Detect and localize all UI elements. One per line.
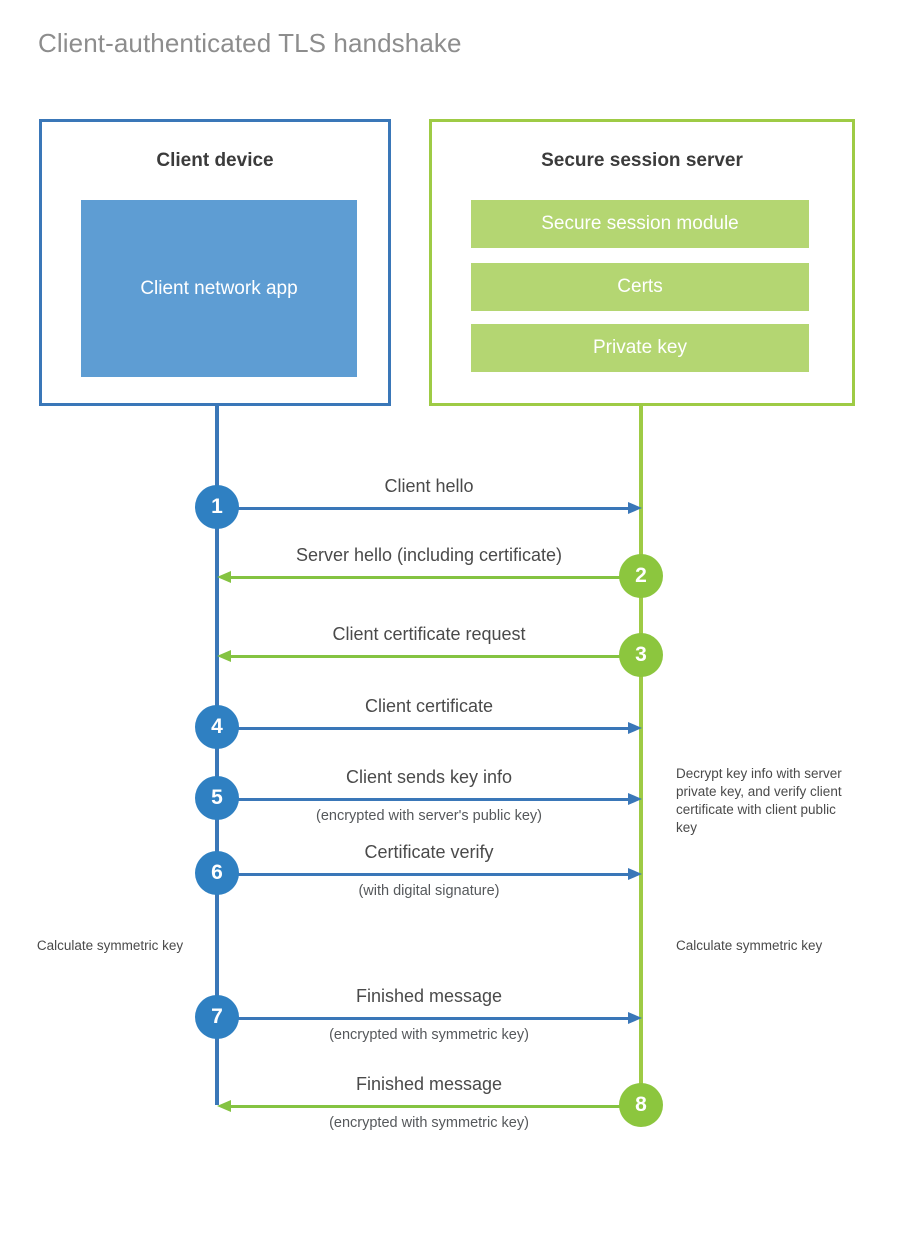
message-sublabel: (with digital signature) xyxy=(358,883,500,899)
message-label: Client certificate request xyxy=(332,624,526,644)
arrow-right-icon xyxy=(628,793,642,805)
arrow-left-icon xyxy=(217,650,231,662)
step-number-badge[interactable]: 6 xyxy=(195,851,239,895)
message-label: Server hello (including certificate) xyxy=(295,545,563,565)
arrow-right-icon xyxy=(628,502,642,514)
client-device-box: Client device Client network app xyxy=(39,119,391,406)
arrow-right-icon xyxy=(628,868,642,880)
step-number-badge[interactable]: 2 xyxy=(619,554,663,598)
server-component-private-key: Private key xyxy=(471,324,809,372)
message-sublabel: (encrypted with server's public key) xyxy=(316,808,542,824)
message-label: Client hello xyxy=(384,476,474,496)
message-label: Finished message xyxy=(355,986,503,1006)
message-label: Client certificate xyxy=(364,696,494,716)
message-arrow-line-to-server xyxy=(217,507,633,510)
message-arrow-line-to-client xyxy=(225,576,641,579)
secure-session-server-title: Secure session server xyxy=(541,150,743,171)
message-arrow-line-to-server xyxy=(217,1017,633,1020)
message-label: Client sends key info xyxy=(345,767,513,787)
message-arrow-line-to-client xyxy=(225,1105,641,1108)
server-decrypt-annotation: Decrypt key info with server private key… xyxy=(676,766,842,835)
message-sublabel: (encrypted with symmetric key) xyxy=(329,1027,529,1043)
server-lifeline xyxy=(639,406,643,1105)
server-calculate-symmetric-key-annotation: Calculate symmetric key xyxy=(676,938,823,953)
step-number-badge[interactable]: 5 xyxy=(195,776,239,820)
step-number-badge[interactable]: 3 xyxy=(619,633,663,677)
message-arrow-line-to-server xyxy=(217,798,633,801)
message-label: Finished message xyxy=(355,1074,503,1094)
client-device-title: Client device xyxy=(156,150,274,171)
step-number-badge[interactable]: 1 xyxy=(195,485,239,529)
message-arrow-line-to-server xyxy=(217,873,633,876)
message-sublabel: (encrypted with symmetric key) xyxy=(329,1115,529,1131)
client-lifeline xyxy=(215,406,219,1105)
step-number-badge[interactable]: 8 xyxy=(619,1083,663,1127)
step-number-badge[interactable]: 4 xyxy=(195,705,239,749)
arrow-right-icon xyxy=(628,722,642,734)
page-title: Client-authenticated TLS handshake xyxy=(38,28,462,58)
arrow-right-icon xyxy=(628,1012,642,1024)
message-arrow-line-to-server xyxy=(217,727,633,730)
client-network-app-block: Client network app xyxy=(81,200,357,377)
step-number-badge[interactable]: 7 xyxy=(195,995,239,1039)
server-component-secure-session-module: Secure session module xyxy=(471,200,809,248)
arrow-left-icon xyxy=(217,1100,231,1112)
secure-session-server-box: Secure session server Secure session mod… xyxy=(429,119,855,406)
client-calculate-symmetric-key-annotation: Calculate symmetric key xyxy=(36,938,184,953)
message-arrow-line-to-client xyxy=(225,655,641,658)
arrow-left-icon xyxy=(217,571,231,583)
server-component-certs: Certs xyxy=(471,263,809,311)
message-label: Certificate verify xyxy=(364,842,494,862)
